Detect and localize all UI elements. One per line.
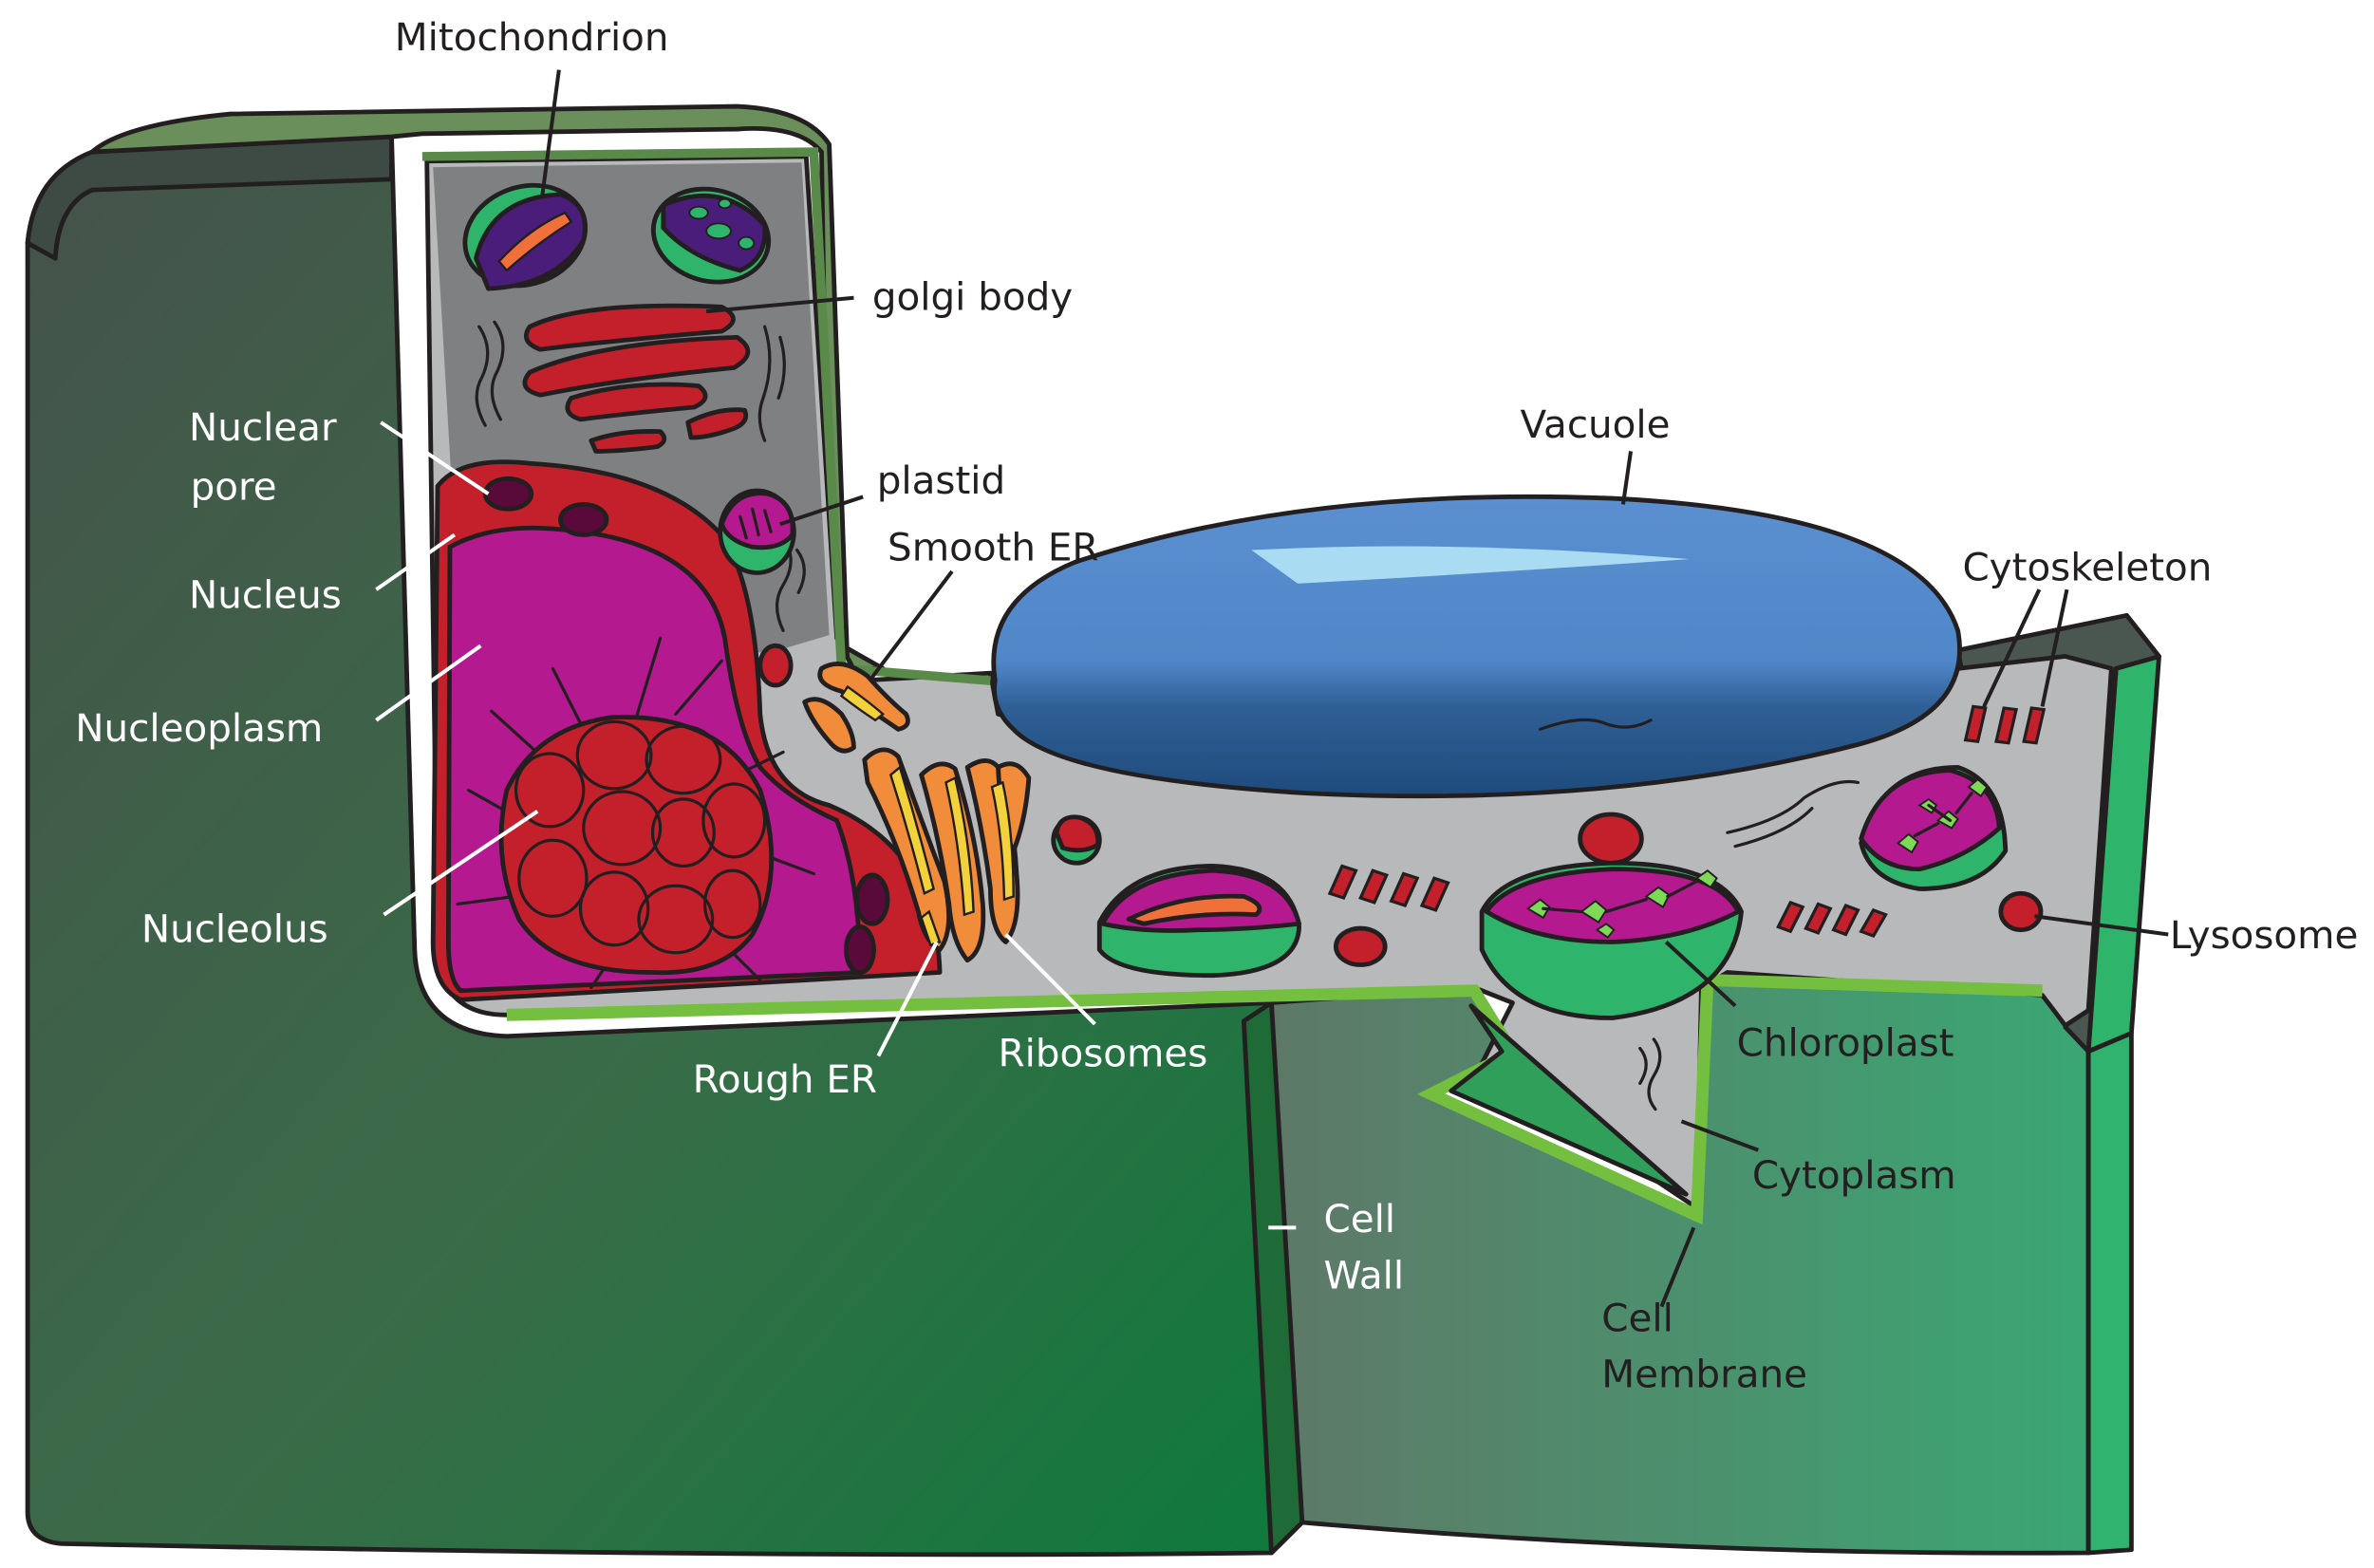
cytoskeleton-filaments — [475, 320, 1860, 1111]
label-cell-membrane-line2: Membrane — [1601, 1353, 1807, 1397]
leader-lines — [375, 69, 2169, 1308]
nuclear-pore — [854, 872, 890, 926]
cell-wall-right-front — [2085, 1031, 2134, 1556]
chloroplast — [1096, 864, 1302, 979]
label-vacuole: Vacuole — [1521, 403, 1671, 447]
lysosome-vesicle — [1051, 814, 1102, 866]
vacuole — [991, 494, 1962, 799]
nucleolus — [498, 715, 775, 976]
cell-membrane-left — [421, 147, 991, 685]
mitochondrion — [650, 186, 772, 285]
label-nucleoplasm: Nucleoplasm — [75, 707, 323, 751]
lysosomes — [757, 643, 2044, 967]
label-ribosomes: Ribosomes — [999, 1033, 1208, 1076]
label-nucleus: Nucleus — [189, 574, 342, 618]
label-smooth-er: Smooth ER — [888, 527, 1098, 570]
label-chloroplast: Chloroplast — [1737, 1022, 1954, 1066]
label-nuclear-pore-line2: pore — [191, 466, 277, 510]
label-cytoplasm: Cytoplasm — [1752, 1154, 1956, 1198]
mitochondria — [462, 182, 772, 291]
label-mitochondrion: Mitochondrion — [395, 16, 669, 60]
lysosome-vesicle — [1333, 925, 1388, 967]
label-rough-er: Rough ER — [693, 1058, 877, 1102]
label-nuclear-pore-line1: Nuclear — [189, 406, 337, 450]
label-golgi-body: golgi body — [872, 276, 1073, 320]
label-cell-membrane-line1: Cell — [1601, 1297, 1673, 1340]
chloroplast — [1479, 860, 1744, 1020]
cell-membrane-inner — [1449, 1003, 1689, 1197]
label-cytoskeleton: Cytoskeleton — [1962, 547, 2212, 590]
lysosome-vesicle — [1578, 812, 1644, 866]
nucleus — [430, 459, 943, 1002]
label-lysosome: Lysosome — [2170, 914, 2359, 958]
chloroplast — [1859, 764, 2009, 891]
nuclear-pore — [558, 502, 609, 537]
label-cell-wall-line1: Cell — [1323, 1198, 1395, 1241]
label-cell-wall-line2: Wall — [1323, 1255, 1404, 1298]
golgi-body — [522, 303, 751, 454]
cell-wall-top-slab — [89, 103, 886, 671]
smooth-er — [802, 662, 910, 754]
vacuole-highlight — [1251, 546, 1690, 584]
mitochondrion — [462, 182, 589, 291]
rough-er — [862, 747, 1032, 963]
lysosome-vesicle — [1998, 890, 2044, 933]
label-nucleolus: Nucleolus — [141, 908, 328, 952]
lysosome-vesicle — [757, 643, 794, 688]
nuclear-pore — [843, 924, 876, 975]
cell-wall-middle-edge — [1241, 1000, 1305, 1556]
cytoskeleton-tubes — [1327, 704, 2047, 939]
label-plastid: plastid — [877, 459, 1005, 503]
vacuole-body — [991, 494, 1962, 799]
labels: Mitochondrion golgi body Nuclear pore pl… — [75, 16, 2358, 1396]
plastid — [718, 488, 796, 575]
nuclear-pore — [482, 476, 534, 512]
